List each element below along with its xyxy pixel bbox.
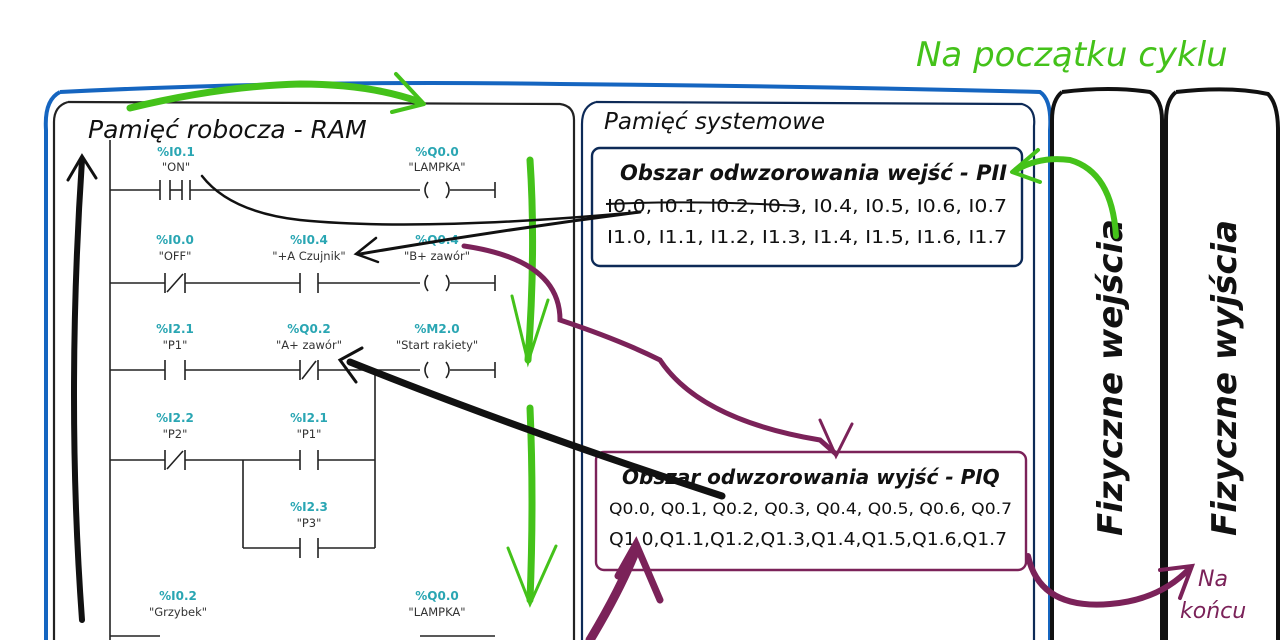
green-arrow-pii-in bbox=[1013, 156, 1119, 239]
r2-contact2-symbol: "+A Czujnik" bbox=[272, 249, 345, 263]
r3-contact1-symbol: "P1" bbox=[163, 338, 188, 352]
cycle-start-note: Na początku cyklu bbox=[916, 35, 1228, 75]
r2-coil-symbol: "B+ zawór" bbox=[404, 249, 470, 263]
purple-arrow-bottom bbox=[585, 545, 641, 644]
r1-contact1-address: %I0.1 bbox=[157, 145, 195, 159]
pii-row-2: I1.0, I1.1, I1.2, I1.3, I1.4, I1.5, I1.6… bbox=[607, 227, 1007, 248]
green-arrow-top-head bbox=[390, 72, 426, 114]
ram-box bbox=[52, 100, 576, 640]
piq-title: Obszar odwzorowania wyjść - PIQ bbox=[622, 465, 1000, 489]
green-scan-arrow-1-head bbox=[510, 294, 550, 368]
r4-branch-contact-address: %I2.3 bbox=[290, 500, 328, 514]
green-arrow-pii-in-head bbox=[1010, 148, 1042, 184]
r3-contact2-address: %Q0.2 bbox=[287, 322, 330, 336]
physical-inputs-label: Fizyczne wejścia bbox=[1091, 219, 1131, 536]
r3-contact2-symbol: "A+ zawór" bbox=[276, 338, 342, 352]
r4-contact2-address: %I2.1 bbox=[290, 411, 328, 425]
black-arrow-piq-to-zawor bbox=[346, 358, 726, 500]
piq-row-2: Q1.0,Q1.1,Q1.2,Q1.3,Q1.4,Q1.5,Q1.6,Q1.7 bbox=[609, 529, 1007, 550]
ram-title: Pamięć robocza - RAM bbox=[88, 115, 367, 144]
green-arrow-top bbox=[126, 80, 424, 112]
r2-contact1-address: %I0.0 bbox=[156, 233, 194, 247]
r4-branch-contact-symbol: "P3" bbox=[297, 516, 322, 530]
pii-box bbox=[590, 146, 1024, 268]
r1-coil-symbol: "LAMPKA" bbox=[408, 160, 465, 174]
r4-contact1-symbol: "P2" bbox=[163, 427, 188, 441]
r1-coil-address: %Q0.0 bbox=[415, 145, 458, 159]
physical-outputs-label: Fizyczne wyjścia bbox=[1205, 220, 1245, 536]
r3-coil-address: %M2.0 bbox=[414, 322, 459, 336]
cycle-end-note-line2: końcu bbox=[1180, 599, 1246, 624]
r5-contact1-address: %I0.2 bbox=[159, 589, 197, 603]
rung-2 bbox=[110, 273, 496, 293]
r5-coil-symbol: "LAMPKA" bbox=[408, 605, 465, 619]
r4-contact1-address: %I2.2 bbox=[156, 411, 194, 425]
r5-contact1-symbol: "Grzybek" bbox=[149, 605, 207, 619]
purple-arrow-coil-to-piq bbox=[461, 243, 839, 457]
piq-box bbox=[594, 450, 1028, 572]
pii-title: Obszar odwzorowania wejść - PII bbox=[620, 161, 1007, 185]
piq-row-1: Q0.0, Q0.1, Q0.2, Q0.3, Q0.4, Q0.5, Q0.6… bbox=[609, 499, 1012, 518]
green-scan-arrow-2 bbox=[526, 404, 536, 604]
purple-arrow-piq-out bbox=[1025, 553, 1193, 608]
black-arrow-pii-to-on bbox=[200, 174, 642, 226]
pii-row-1: I0.0, I0.1, I0.2, I0.3, I0.4, I0.5, I0.6… bbox=[607, 196, 1007, 217]
pii-strike-marks bbox=[605, 201, 801, 207]
cycle-end-note-line1: Na bbox=[1198, 567, 1228, 592]
r4-contact2-symbol: "P1" bbox=[297, 427, 322, 441]
rung-4 bbox=[110, 450, 375, 558]
green-scan-arrow-2-head bbox=[506, 544, 558, 608]
physical-inputs-box bbox=[1050, 87, 1164, 640]
physical-outputs-box bbox=[1164, 87, 1280, 640]
black-arrow-pii-to-czujnik bbox=[358, 210, 642, 256]
r1-contact1-symbol: "ON" bbox=[162, 160, 190, 174]
r3-coil-symbol: "Start rakiety" bbox=[396, 338, 478, 352]
r5-coil-address: %Q0.0 bbox=[415, 589, 458, 603]
r2-contact2-address: %I0.4 bbox=[290, 233, 328, 247]
r2-contact1-symbol: "OFF" bbox=[159, 249, 192, 263]
green-scan-arrow-1 bbox=[524, 156, 537, 364]
rung-1 bbox=[110, 180, 496, 200]
black-arrow-left-loop bbox=[71, 157, 85, 623]
r3-contact1-address: %I2.1 bbox=[156, 322, 194, 336]
system-title: Pamięć systemowe bbox=[604, 109, 825, 135]
system-box bbox=[580, 100, 1036, 640]
